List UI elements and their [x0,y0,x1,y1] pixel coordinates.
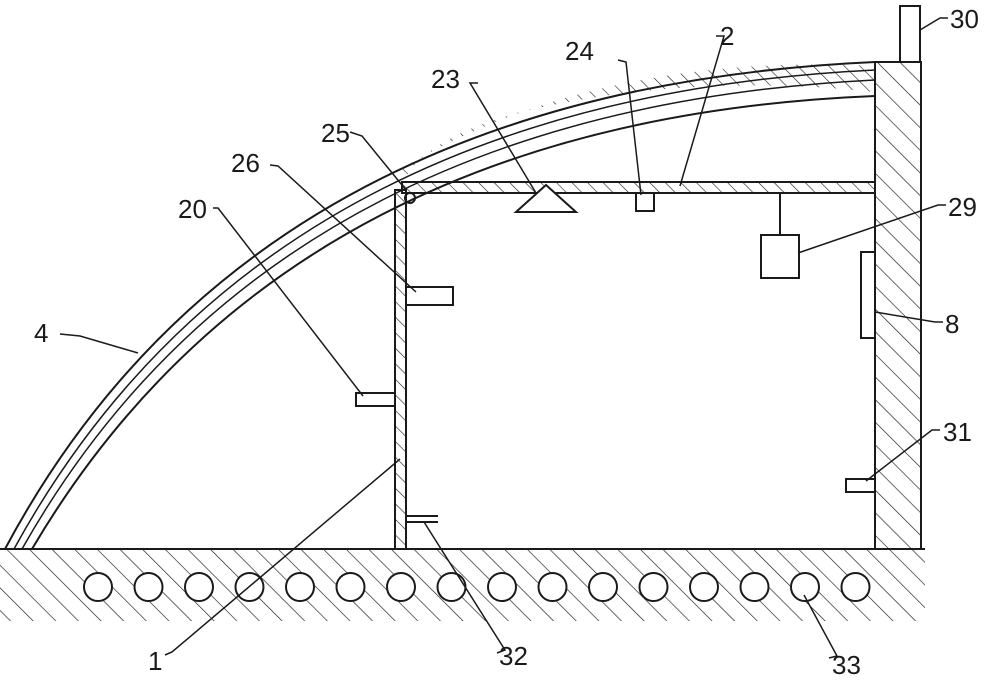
label-29: 29 [948,192,977,222]
label-31: 31 [943,417,972,447]
sensor-24 [636,193,654,211]
label-4: 4 [34,318,48,348]
pipe [589,573,617,601]
label-20: 20 [178,194,207,224]
label-32: 32 [499,641,528,671]
label-26: 26 [231,148,260,178]
ceiling-slab [402,182,875,193]
outlet-32 [406,516,438,522]
pipe [539,573,567,601]
pipe [286,573,314,601]
pipe [438,573,466,601]
pipe [387,573,415,601]
vent-pipe [900,6,920,62]
bracket-31 [846,479,875,492]
right-wall [875,62,921,549]
partition-wall [395,190,406,549]
label-33: 33 [832,650,861,680]
label-2: 2 [720,21,734,51]
hanging-device-29 [761,193,799,278]
label-30: 30 [950,4,979,34]
pipe [842,573,870,601]
pipe [135,573,163,601]
pipe [741,573,769,601]
pipe [690,573,718,601]
label-8: 8 [945,309,959,339]
label-25: 25 [321,118,350,148]
pipe [488,573,516,601]
pipe [84,573,112,601]
door-8 [861,252,875,338]
pipe [640,573,668,601]
pipe [185,573,213,601]
label-1: 1 [148,646,162,676]
pipe [337,573,365,601]
label-23: 23 [431,64,460,94]
label-24: 24 [565,36,594,66]
